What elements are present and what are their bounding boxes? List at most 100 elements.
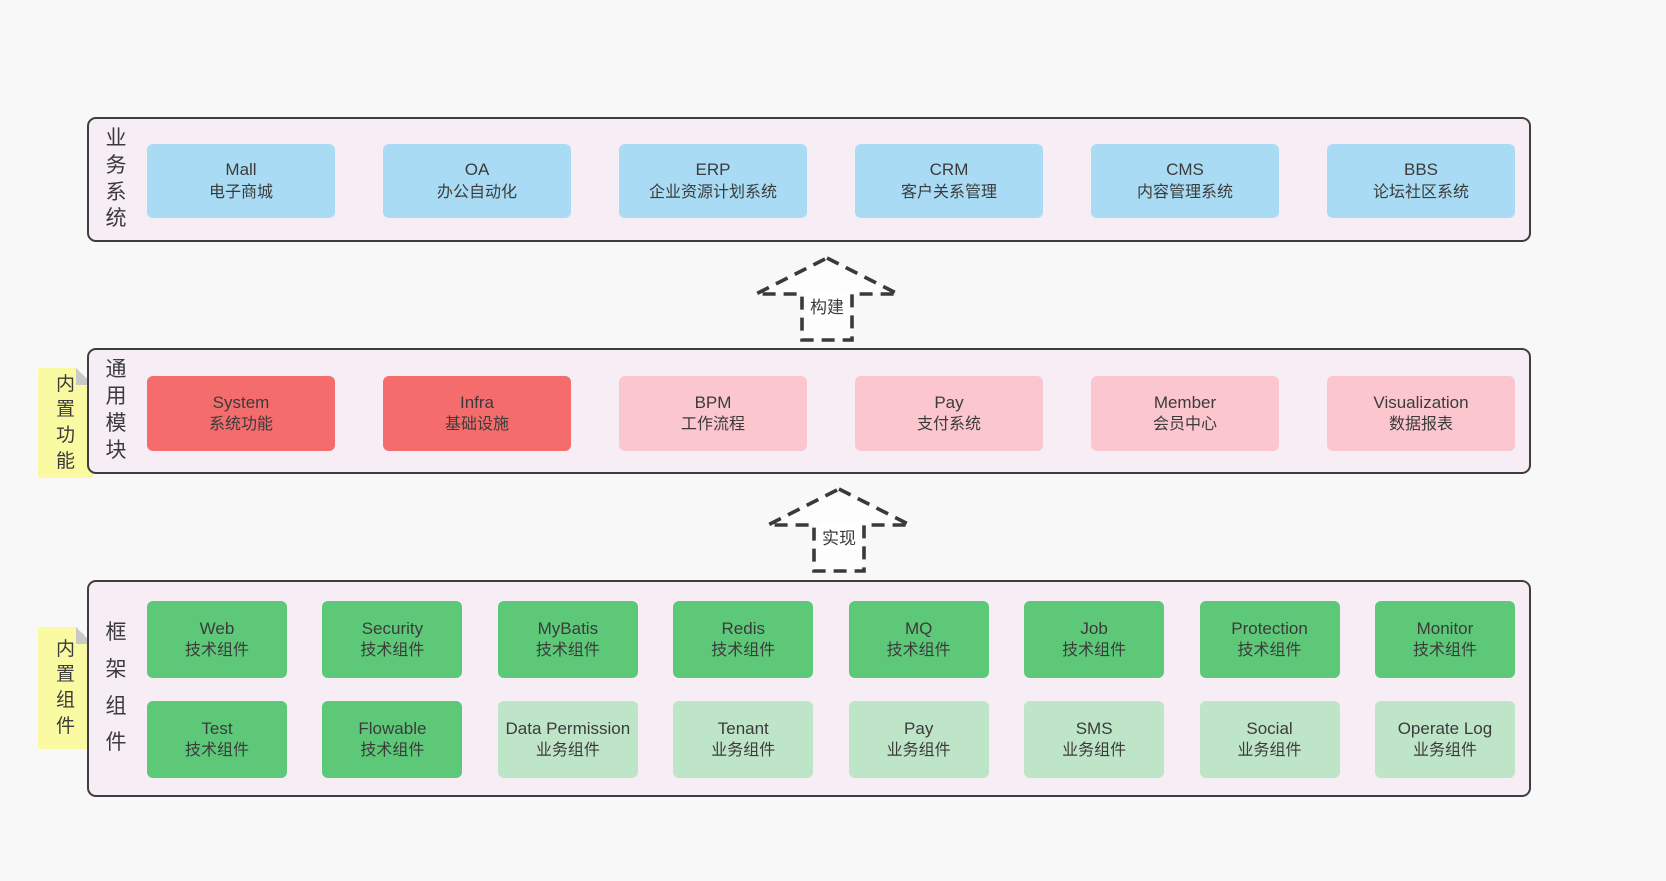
arrow-label: 构建 (807, 292, 847, 319)
box-subtitle: 技术组件 (1237, 642, 1302, 660)
box-subtitle: 工作流程 (680, 416, 745, 434)
component-box: Web 技术组件 (147, 601, 287, 678)
box-subtitle: 数据报表 (1388, 416, 1453, 434)
layer-label-text: 框架组件 (105, 621, 127, 755)
box-title: Social (1246, 718, 1293, 738)
box-subtitle: 支付系统 (916, 416, 981, 434)
box-title: Monitor (1416, 618, 1474, 638)
box-title: Protection (1231, 618, 1308, 638)
component-box: Redis 技术组件 (673, 601, 814, 678)
business-system-box: OA 办公自动化 (383, 144, 571, 218)
box-title: Redis (721, 618, 765, 638)
box-title: Web (199, 618, 235, 638)
business-system-box: CRM 客户关系管理 (855, 144, 1043, 218)
box-subtitle: 技术组件 (360, 742, 425, 760)
business-system-box: CMS 内容管理系统 (1091, 144, 1279, 218)
sticky-note-text: 内置功能 (55, 373, 75, 472)
box-subtitle: 业务组件 (535, 742, 600, 760)
business-system-box: BBS 论坛社区系统 (1327, 144, 1515, 218)
component-box: Monitor 技术组件 (1374, 601, 1515, 678)
component-box: SMS 业务组件 (1024, 701, 1165, 778)
common-modules-layer: 通用模块 System 系统功能 Infra 基础设施 BPM (87, 348, 1531, 474)
box-subtitle: 企业资源计划系统 (648, 183, 777, 201)
implement-arrow: 实现 (765, 486, 913, 574)
business-system-box: ERP 企业资源计划系统 (619, 144, 807, 218)
box-title: Visualization (1373, 392, 1469, 412)
box-subtitle: 电子商城 (208, 183, 273, 201)
box-title: Tenant (717, 718, 769, 738)
box-subtitle: 基础设施 (444, 416, 509, 434)
component-box: Protection 技术组件 (1199, 601, 1340, 678)
box-title: BPM (694, 392, 732, 412)
component-box: Social 业务组件 (1199, 701, 1340, 778)
module-box: Member 会员中心 (1091, 376, 1279, 451)
box-subtitle: 技术组件 (184, 642, 249, 660)
box-title: CRM (929, 160, 969, 180)
framework-components-boxes: Web 技术组件 Security 技术组件 MyBatis 技术组件 (147, 582, 1515, 795)
box-subtitle: 技术组件 (535, 642, 600, 660)
box-title: Test (201, 718, 233, 738)
component-box: Test 技术组件 (147, 701, 287, 778)
module-box: System 系统功能 (147, 376, 335, 451)
component-box: Operate Log 业务组件 (1374, 701, 1515, 778)
box-subtitle: 技术组件 (1412, 642, 1477, 660)
business-system-box: Mall 电子商城 (147, 144, 335, 218)
box-subtitle: 技术组件 (184, 742, 249, 760)
box-title: CMS (1166, 160, 1204, 180)
sticky-note-text: 内置组件 (55, 638, 75, 737)
box-subtitle: 业务组件 (711, 742, 776, 760)
component-box: Security 技术组件 (322, 601, 463, 678)
box-title: Data Permission (505, 718, 631, 738)
sticky-note-builtin-components: 内置组件 (38, 627, 93, 749)
box-title: OA (464, 160, 490, 180)
box-subtitle: 业务组件 (1062, 742, 1127, 760)
box-subtitle: 内容管理系统 (1136, 183, 1233, 201)
box-title: Member (1153, 392, 1217, 412)
box-subtitle: 客户关系管理 (900, 183, 997, 201)
module-box: Infra 基础设施 (383, 376, 571, 451)
box-title: Mall (225, 160, 257, 180)
box-row: Test 技术组件 Flowable 技术组件 Data Permission … (147, 701, 1515, 778)
layer-label-vertical: 框架组件 (97, 582, 135, 795)
box-title: BBS (1403, 160, 1439, 180)
box-title: Job (1080, 618, 1108, 638)
box-title: Pay (934, 392, 964, 412)
box-subtitle: 技术组件 (886, 642, 951, 660)
framework-components-layer: 框架组件 Web 技术组件 Security 技术组件 MyBatis (87, 580, 1531, 797)
sticky-note-builtin-features: 内置功能 (38, 368, 93, 478)
box-subtitle: 办公自动化 (436, 183, 517, 201)
box-subtitle: 技术组件 (360, 642, 425, 660)
box-subtitle: 系统功能 (208, 416, 273, 434)
box-title: System (212, 392, 270, 412)
component-box: MyBatis 技术组件 (497, 601, 638, 678)
component-box: Job 技术组件 (1024, 601, 1165, 678)
box-title: ERP (695, 160, 731, 180)
box-title: Operate Log (1397, 718, 1493, 738)
box-title: Flowable (358, 718, 427, 738)
box-row: Mall 电子商城 OA 办公自动化 ERP 企业资源计划系统 CRM (147, 144, 1515, 218)
box-subtitle: 论坛社区系统 (1372, 183, 1469, 201)
build-arrow: 构建 (753, 255, 901, 343)
component-box: Data Permission 业务组件 (497, 701, 638, 778)
box-title: Pay (904, 718, 934, 738)
box-subtitle: 技术组件 (711, 642, 776, 660)
layer-label-text: 通用模块 (105, 358, 127, 462)
component-box: Tenant 业务组件 (673, 701, 814, 778)
component-box: Flowable 技术组件 (322, 701, 463, 778)
box-title: Security (361, 618, 424, 638)
box-title: SMS (1075, 718, 1113, 738)
layer-label-vertical: 通用模块 (97, 350, 135, 472)
box-subtitle: 业务组件 (1237, 742, 1302, 760)
box-subtitle: 会员中心 (1152, 416, 1217, 434)
box-subtitle: 业务组件 (886, 742, 951, 760)
box-row: System 系统功能 Infra 基础设施 BPM 工作流程 Pay (147, 376, 1515, 451)
layer-label-text: 业务系统 (105, 126, 127, 231)
box-title: MyBatis (537, 618, 599, 638)
box-subtitle: 业务组件 (1412, 742, 1477, 760)
business-systems-layer: 业务系统 Mall 电子商城 OA 办公自动化 ERP 企 (87, 117, 1531, 242)
box-row: Web 技术组件 Security 技术组件 MyBatis 技术组件 (147, 601, 1515, 678)
box-subtitle: 技术组件 (1062, 642, 1127, 660)
module-box: Pay 支付系统 (855, 376, 1043, 451)
module-box: Visualization 数据报表 (1327, 376, 1515, 451)
